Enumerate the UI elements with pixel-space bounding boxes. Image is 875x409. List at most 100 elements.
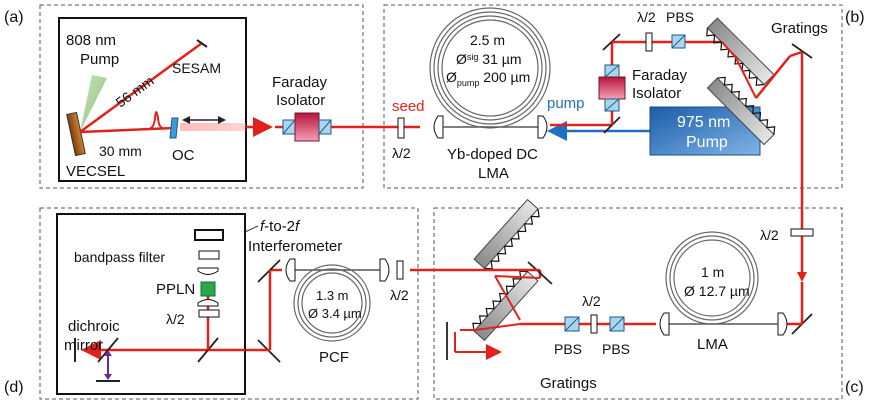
f2f-label-2: Interferometer <box>248 238 342 255</box>
pbs-c-left-diag <box>564 316 580 332</box>
pcf-input-lens <box>379 258 390 282</box>
purple-arrow-down <box>104 374 112 380</box>
fiber2-coil-2 <box>669 235 755 321</box>
beam-to-sesam <box>79 41 203 134</box>
pcf-output-lens <box>285 258 296 282</box>
panel-label-d: (d) <box>4 379 24 396</box>
fiber1-output-lens <box>537 115 548 139</box>
ybdc-label-1: Yb-doped DC <box>447 146 538 163</box>
halfwave-label-3: λ/2 <box>760 227 779 243</box>
beam-right-down-arrow <box>797 272 807 282</box>
fiber1-sig-row: Øsig 31 µm <box>456 51 522 67</box>
halfwave-plate-6 <box>198 309 220 318</box>
lma-label: LMA <box>697 336 728 353</box>
sesam-mirror <box>196 39 208 48</box>
mirror-c-corner <box>527 261 553 285</box>
panel-label-a: (a) <box>4 9 24 26</box>
halfwave-label-6: λ/2 <box>166 311 185 327</box>
fiber1-coil-2 <box>433 11 547 125</box>
oc-label: OC <box>172 147 195 164</box>
fiber1-coil-4 <box>441 19 539 117</box>
dist-30-label: 30 mm <box>99 143 142 159</box>
faraday1-label-2: Isolator <box>276 92 325 109</box>
f2f-box <box>56 213 246 395</box>
fiber1-input-lens <box>433 115 444 139</box>
fiber2-coil-3 <box>673 239 751 317</box>
dichroic-label-1: dichroic <box>68 318 120 335</box>
seed-label: seed <box>392 98 425 115</box>
pbs-b-diag <box>671 34 686 49</box>
beam-grating-b-2 <box>735 57 757 99</box>
pump808-label-2: Pump <box>80 51 119 68</box>
halfwave-plate-5 <box>396 260 404 280</box>
sesam-label: SESAM <box>172 60 221 76</box>
beam-grating-b-3 <box>755 55 791 99</box>
pcf-label: PCF <box>319 349 349 366</box>
grating-c1 <box>472 270 539 342</box>
faraday2-label-2: Isolator <box>632 85 681 102</box>
pcf-coil-2 <box>297 268 367 338</box>
halfwave-label-4: λ/2 <box>582 293 601 309</box>
bandpass-label: bandpass filter <box>74 249 165 265</box>
faraday2-body <box>598 76 626 100</box>
faraday2-diag-bottom <box>604 98 620 112</box>
halfwave-plate-1 <box>397 117 405 139</box>
mirror-b-right <box>791 43 813 59</box>
mirror-b-top <box>602 33 621 51</box>
halfwave-label-5: λ/2 <box>390 287 409 303</box>
ppln-crystal <box>200 281 216 297</box>
halfwave-plate-4 <box>590 314 598 334</box>
halfwave-label-2: λ/2 <box>637 9 656 25</box>
faraday2-label-1: Faraday <box>632 67 688 84</box>
halfwave-label-1: λ/2 <box>392 145 411 161</box>
bandpass-filter <box>198 250 220 260</box>
pump975-label-2: Pump <box>686 134 728 151</box>
panel-b-frame <box>383 4 843 189</box>
fiber1-coil-3 <box>437 15 543 121</box>
f2f-label-1: f-to-2f <box>260 218 301 235</box>
fiber1-pump-row: Øpump 200 µm <box>446 69 530 88</box>
panel-d-frame <box>39 207 419 400</box>
pump808-label-1: 808 nm <box>66 32 116 49</box>
fiber1-length: 2.5 m <box>470 32 505 48</box>
output-coupler <box>169 117 179 139</box>
vecsel-chip <box>66 111 86 157</box>
pump-label: pump <box>547 95 585 112</box>
fiber1-coil-1 <box>429 7 551 129</box>
oc-arrow-left <box>182 116 190 124</box>
beam-to-right-mirror <box>789 50 803 58</box>
faraday1-diag-out <box>318 119 332 135</box>
panel-a-frame <box>39 4 364 189</box>
fiber2-diameter: Ø 12.7 µm <box>684 283 750 299</box>
beam-grating-b-1 <box>721 41 737 59</box>
beam-c-to-corner <box>494 275 541 279</box>
lens-f2f-2 <box>197 267 219 275</box>
vecsel-label: VECSEL <box>66 163 125 180</box>
panel-label-c: (c) <box>845 379 864 396</box>
pcf-diameter: Ø 3.4 µm <box>308 306 362 321</box>
gratings-label-b: Gratings <box>771 20 828 37</box>
faraday1-diag-in <box>282 119 296 135</box>
pbs-c-right-diag <box>609 316 625 332</box>
grating-b1 <box>706 17 775 86</box>
gratings-label-c: Gratings <box>540 375 597 392</box>
dist-56-label: 56 mm <box>113 72 157 110</box>
pcf-coil-3 <box>301 272 363 334</box>
fiber2-output-lens <box>777 312 788 336</box>
halfwave-plate-3 <box>790 228 814 237</box>
pump-cone <box>80 75 107 132</box>
detector-top <box>194 229 224 241</box>
faraday1-body <box>294 112 320 142</box>
halfwave-plate-2 <box>645 32 653 52</box>
faraday2-diag-top <box>604 64 620 78</box>
vecsel-cavity-box <box>58 17 247 182</box>
pcf-coil-1 <box>293 264 371 342</box>
faraday1-label-1: Faraday <box>272 74 328 91</box>
beam-to-oc <box>79 126 175 134</box>
pcf-length: 1.3 m <box>316 288 349 303</box>
pbs-label-c-left: PBS <box>554 341 582 357</box>
panel-label-b: (b) <box>845 9 865 26</box>
beam-c-grating-1 <box>474 323 521 331</box>
